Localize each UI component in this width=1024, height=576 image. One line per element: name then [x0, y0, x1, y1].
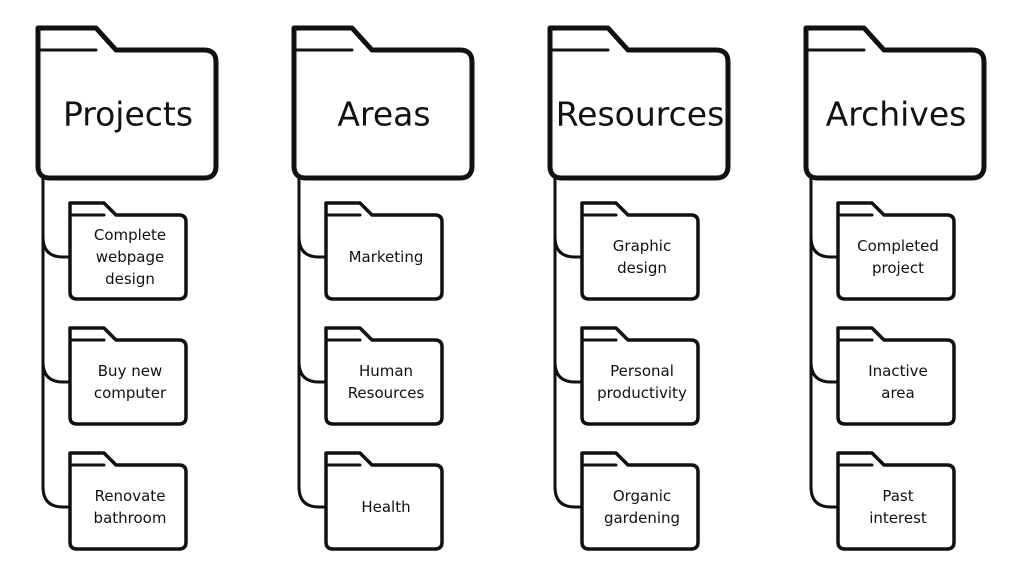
- item-label: Marketing: [349, 248, 424, 266]
- item-folder: [580, 451, 700, 551]
- item-label-line: Past: [882, 487, 913, 505]
- item-folder: [324, 201, 444, 301]
- item-label-line: interest: [869, 509, 927, 527]
- item-label: Complete webpage design: [94, 226, 166, 288]
- item-label: Buy new computer: [94, 362, 167, 402]
- category-title: Resources: [556, 95, 725, 134]
- item-label-line: bathroom: [94, 509, 167, 527]
- branch-connector: [809, 235, 840, 259]
- item-label-line: Health: [361, 498, 410, 516]
- item-folder: [324, 451, 444, 551]
- folder-icon: [68, 201, 188, 301]
- folder-icon: [836, 326, 956, 426]
- item-folder: [324, 326, 444, 426]
- item-folder: [836, 326, 956, 426]
- item-label: Past interest: [869, 487, 927, 527]
- item-folder: [580, 326, 700, 426]
- folder-icon: [803, 25, 987, 181]
- tree-trunk-connector: [297, 176, 328, 509]
- item-label-line: productivity: [597, 384, 687, 402]
- item-label: Organic gardening: [604, 487, 680, 527]
- item-label: Personal productivity: [597, 362, 687, 402]
- item-label-line: project: [872, 259, 924, 277]
- item-label-line: Buy new: [98, 362, 162, 380]
- item-label-line: design: [105, 270, 155, 288]
- folder-icon: [580, 201, 700, 301]
- branch-connector: [553, 360, 584, 384]
- category-folder-areas: [291, 25, 475, 181]
- category-title: Areas: [337, 95, 430, 134]
- folder-icon: [68, 451, 188, 551]
- tree-trunk-connector: [41, 176, 72, 509]
- item-folder: [580, 201, 700, 301]
- item-label-line: Graphic: [613, 237, 671, 255]
- category-folder-projects: [35, 25, 219, 181]
- item-label-line: computer: [94, 384, 167, 402]
- item-label-line: Personal: [610, 362, 674, 380]
- folder-icon: [580, 451, 700, 551]
- folder-icon: [547, 25, 731, 181]
- folder-icon: [836, 451, 956, 551]
- branch-connector: [553, 235, 584, 259]
- item-label-line: design: [617, 259, 667, 277]
- folder-icon: [580, 326, 700, 426]
- item-label: Health: [361, 498, 410, 516]
- folder-icon: [68, 326, 188, 426]
- item-label: Renovate bathroom: [94, 487, 167, 527]
- item-folder: [68, 326, 188, 426]
- item-label-line: Inactive: [868, 362, 928, 380]
- category-folder-resources: [547, 25, 731, 181]
- item-folder: [836, 201, 956, 301]
- folder-icon: [324, 201, 444, 301]
- tree-trunk-connector: [553, 176, 584, 509]
- item-label: Inactive area: [868, 362, 928, 402]
- item-folder: [68, 451, 188, 551]
- item-label-line: Marketing: [349, 248, 424, 266]
- branch-connector: [297, 235, 328, 259]
- folder-icon: [324, 451, 444, 551]
- item-folder: [68, 201, 188, 301]
- category-title: Archives: [826, 95, 967, 134]
- branch-connector: [41, 360, 72, 384]
- item-label-line: Resources: [348, 384, 425, 402]
- folder-icon: [35, 25, 219, 181]
- item-label: Graphic design: [613, 237, 671, 277]
- item-label-line: area: [881, 384, 914, 402]
- folder-icon: [836, 201, 956, 301]
- item-label-line: Human: [359, 362, 413, 380]
- category-title: Projects: [63, 95, 193, 134]
- branch-connector: [809, 360, 840, 384]
- branch-connector: [297, 360, 328, 384]
- item-label-line: Completed: [857, 237, 939, 255]
- tree-trunk-connector: [809, 176, 840, 509]
- category-folder-archives: [803, 25, 987, 181]
- branch-connector: [41, 235, 72, 259]
- item-label: Completed project: [857, 237, 939, 277]
- item-label-line: gardening: [604, 509, 680, 527]
- folder-icon: [291, 25, 475, 181]
- item-label-line: Organic: [613, 487, 671, 505]
- item-label-line: webpage: [96, 248, 164, 266]
- folder-icon: [324, 326, 444, 426]
- item-label-line: Renovate: [95, 487, 166, 505]
- item-folder: [836, 451, 956, 551]
- item-label-line: Complete: [94, 226, 166, 244]
